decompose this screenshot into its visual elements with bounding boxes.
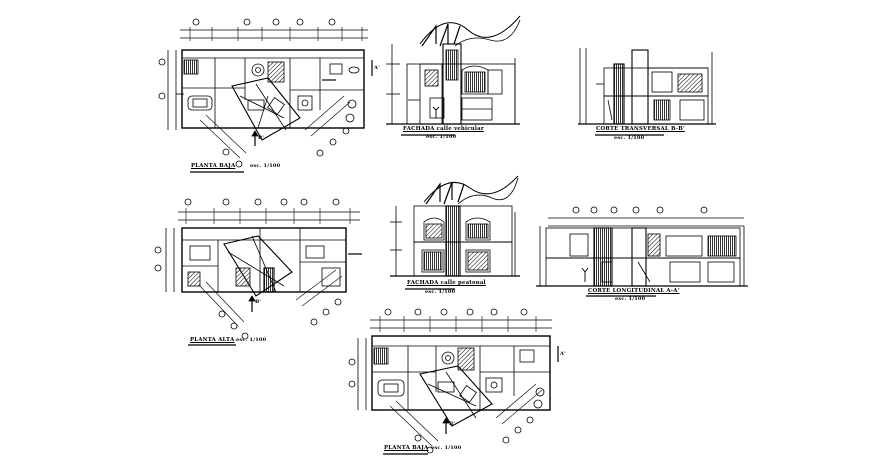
drawing-title: FACHADA calle peatonal [407, 280, 486, 286]
drawing-title: PLANTA BAJA [191, 163, 236, 169]
drawing-scale: esc. 1/100 [425, 289, 456, 295]
drawing-scale: esc. 1/100 [431, 445, 462, 451]
drawing-title: CORTE LONGITUDINAL A-A' [588, 288, 680, 294]
section-mark-label: B' [255, 299, 262, 305]
drawing-title: FACHADA calle vehicular [403, 126, 484, 132]
corte-transversal-drawing [578, 48, 716, 125]
drawing-scale: esc. 1/100 [615, 296, 646, 302]
planta-baja-1-drawing [158, 18, 373, 168]
drawing-scale: esc. 1/100 [426, 134, 457, 140]
drawing-scale: esc. 1/100 [250, 163, 281, 169]
drawing-title: PLANTA BAJA [384, 445, 429, 451]
drawing-title: PLANTA ALTA [190, 337, 235, 343]
fachada-vehicular-drawing [386, 15, 521, 125]
section-mark-label: A' [374, 65, 380, 71]
title-underlines [188, 134, 664, 455]
drawing-title: CORTE TRANSVERSAL B-B' [596, 126, 685, 132]
fachada-peatonal-drawing [390, 175, 520, 277]
section-mark-label: B' [449, 421, 456, 427]
section-mark-label: B' [258, 135, 265, 141]
drawing-scale: esc. 1/100 [236, 337, 267, 343]
drawing-scale: esc. 1/100 [614, 135, 645, 141]
corte-longitudinal-drawing [536, 206, 748, 287]
planta-baja-2-drawing [348, 308, 559, 454]
planta-alta-drawing [154, 198, 362, 340]
section-mark-label: A' [560, 351, 566, 357]
